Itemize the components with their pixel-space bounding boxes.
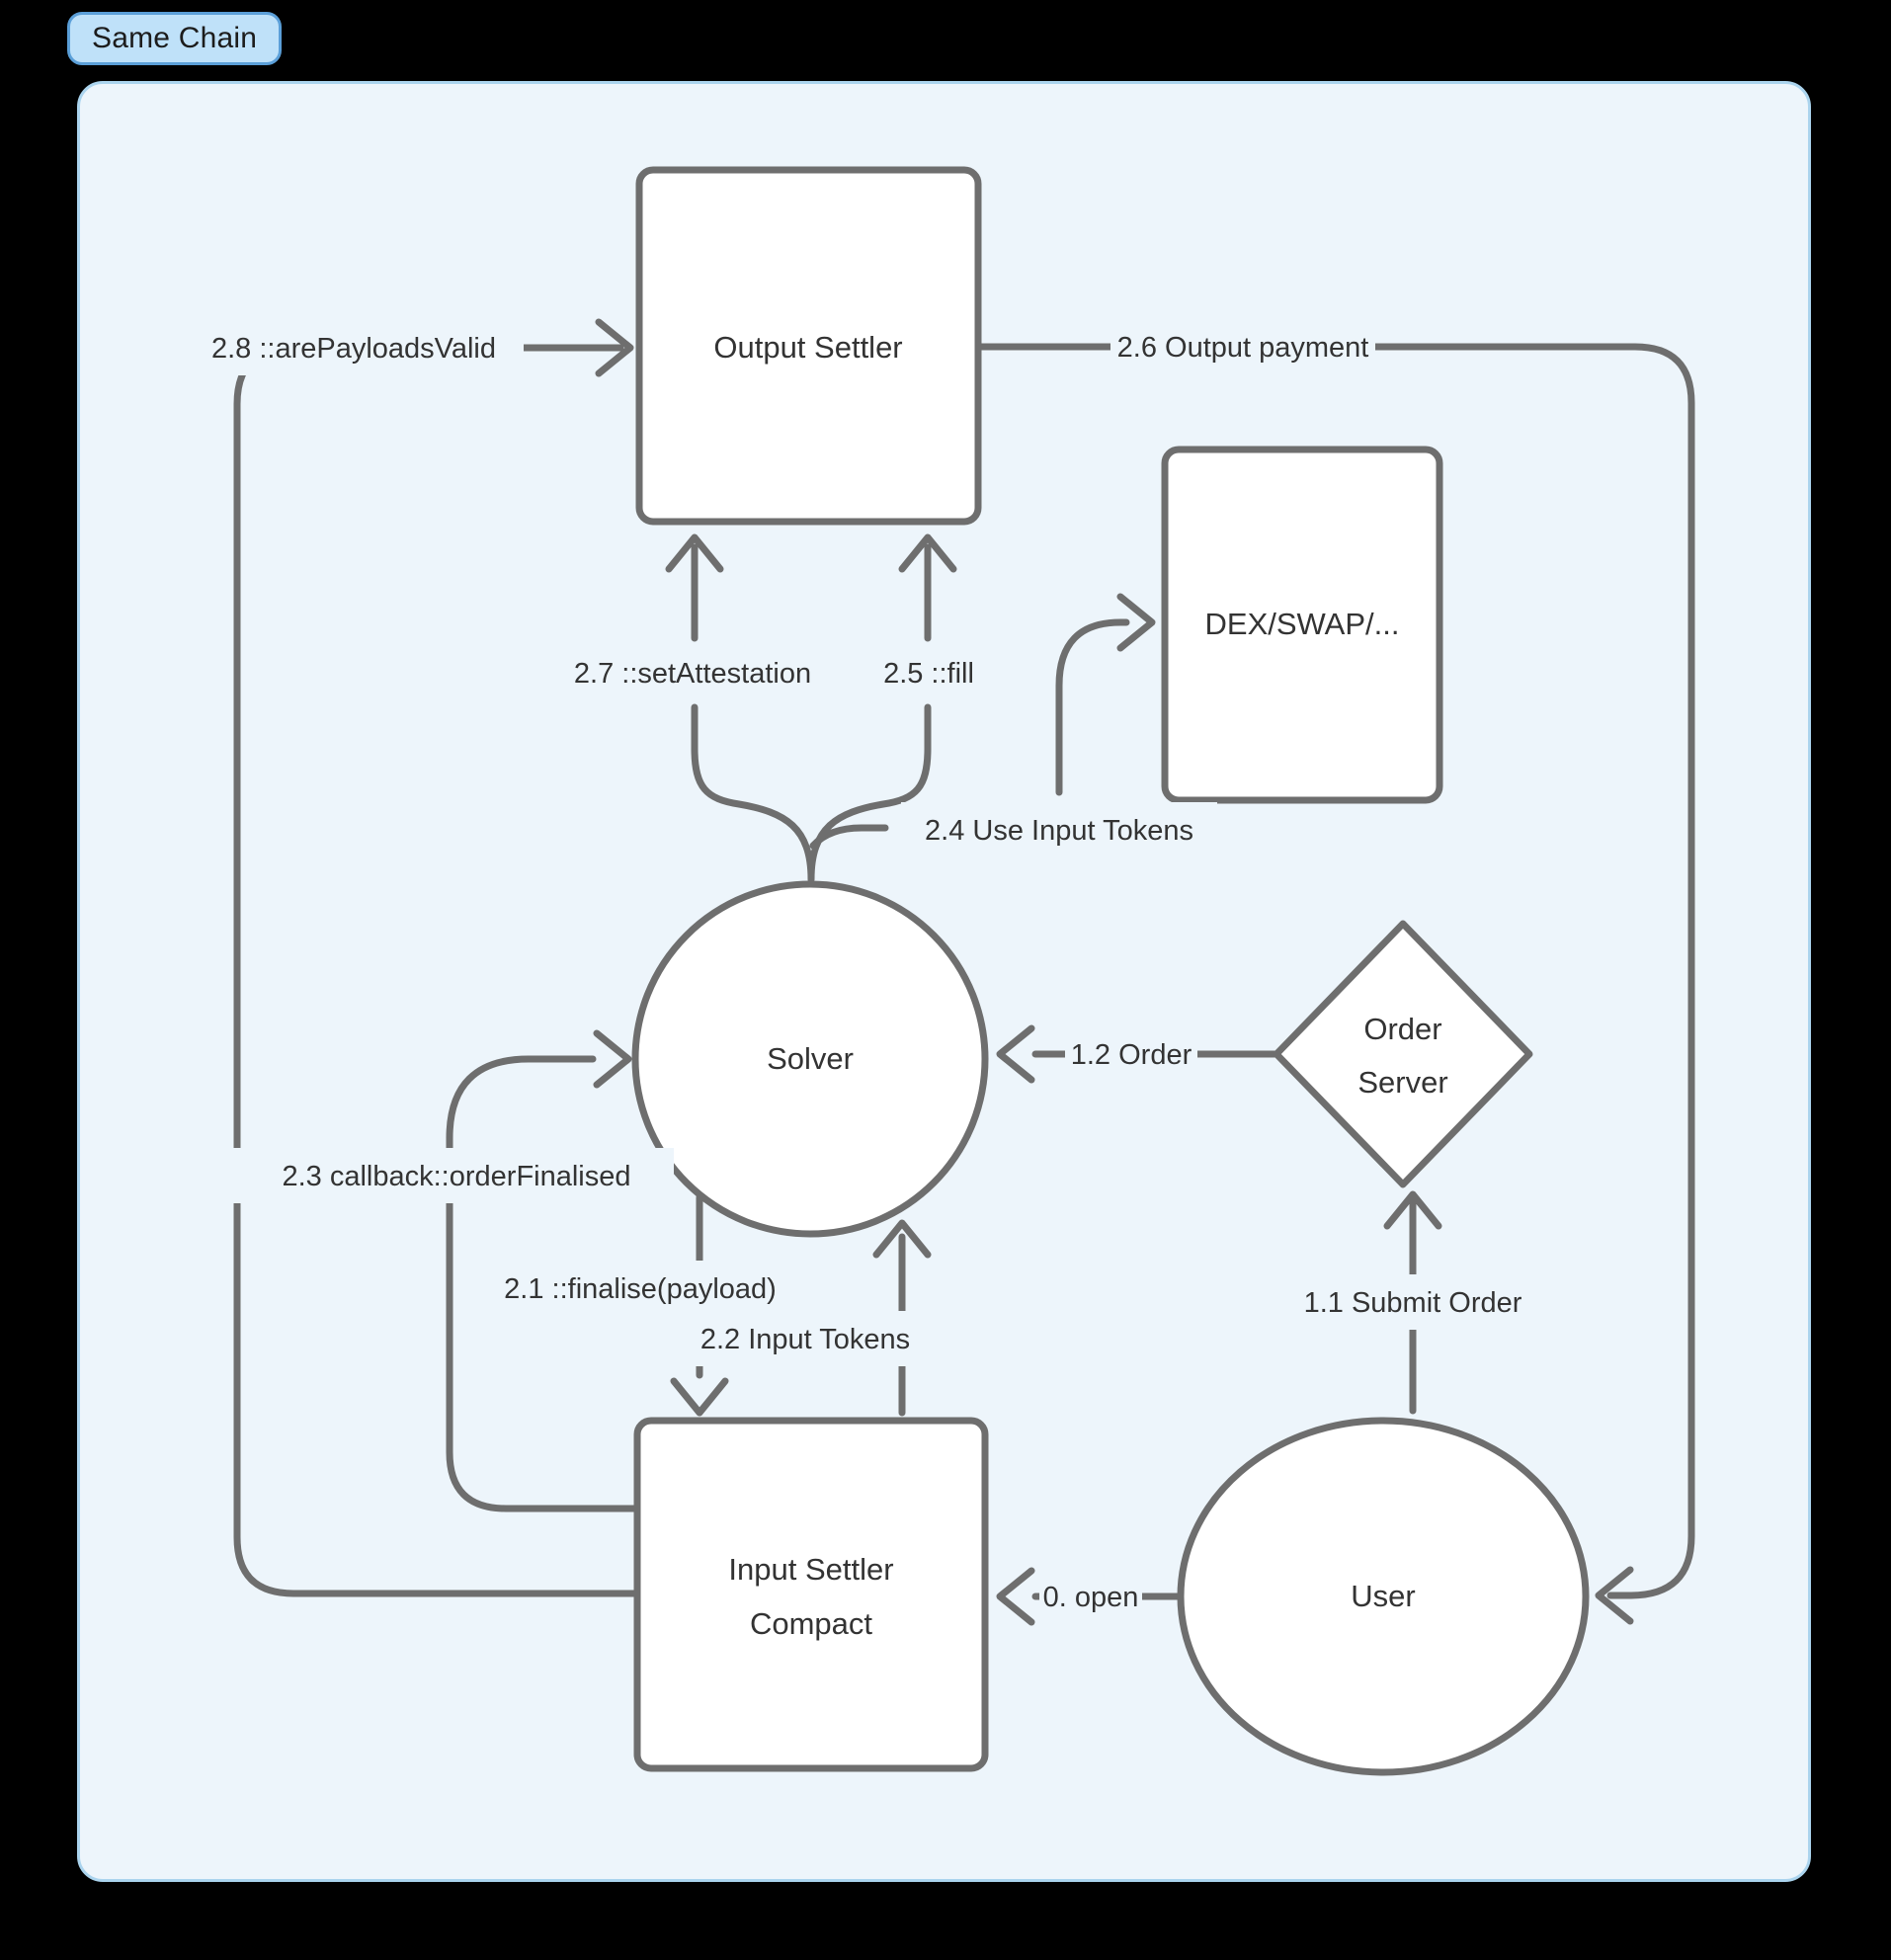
svg-text:1.2 Order: 1.2 Order [1071, 1039, 1192, 1071]
svg-text:2.3 callback::orderFinalised: 2.3 callback::orderFinalised [282, 1161, 630, 1192]
arrowhead-icon [872, 1219, 932, 1259]
node-order-server-label-line1: Order [1363, 1012, 1441, 1046]
edge-set-attestation [665, 533, 815, 883]
node-input-settler-label-line2: Compact [750, 1606, 872, 1641]
svg-text:2.8 ::arePayloadsValid: 2.8 ::arePayloadsValid [211, 333, 496, 365]
arrowhead-icon [1116, 593, 1156, 652]
edge-are-payloads-valid [233, 318, 641, 1597]
edge-output-payment [974, 343, 1695, 1625]
edge-label-set-attestation: 2.7 ::setAttestation [549, 645, 838, 700]
svg-text:0. open: 0. open [1043, 1582, 1139, 1613]
svg-text:2.5 ::fill: 2.5 ::fill [883, 658, 974, 690]
svg-text:2.2 Input Tokens: 2.2 Input Tokens [700, 1324, 910, 1355]
edge-label-input-tokens: 2.2 Input Tokens [691, 1311, 920, 1366]
svg-text:2.4 Use Input Tokens: 2.4 Use Input Tokens [925, 815, 1193, 847]
svg-text:2.7 ::setAttestation: 2.7 ::setAttestation [574, 658, 811, 690]
arrowhead-icon [670, 1377, 729, 1417]
edge-label-callback-order-finalised: 2.3 callback::orderFinalised [227, 1148, 674, 1203]
same-chain-badge: Same Chain [67, 12, 283, 65]
svg-text:2.6 Output payment: 2.6 Output payment [1117, 332, 1369, 364]
arrowhead-icon [665, 533, 724, 573]
edge-label-open: 0. open [1039, 1569, 1142, 1624]
edge-label-order: 1.2 Order [1065, 1026, 1197, 1082]
node-user-label: User [1351, 1579, 1415, 1613]
edge-label-use-input-tokens: 2.4 Use Input Tokens [901, 802, 1217, 858]
node-input-settler-label-line1: Input Settler [728, 1552, 893, 1587]
arrowhead-icon [595, 318, 634, 377]
edge-label-are-payloads-valid: 2.8 ::arePayloadsValid [184, 320, 524, 375]
svg-text:1.1 Submit Order: 1.1 Submit Order [1304, 1287, 1522, 1319]
edge-callback-order-finalised [446, 1029, 641, 1512]
edge-label-output-payment: 2.6 Output payment [1110, 319, 1375, 374]
arrowhead-icon [593, 1029, 632, 1089]
edge-label-fill: 2.5 ::fill [865, 645, 992, 700]
arrowhead-icon [996, 1567, 1035, 1626]
node-input-settler: Input Settler Compact [633, 1417, 989, 1772]
same-chain-badge-label: Same Chain [92, 22, 258, 54]
node-dex-label: DEX/SWAP/... [1205, 607, 1400, 641]
node-dex: DEX/SWAP/... [1161, 446, 1443, 804]
node-user: User [1177, 1417, 1590, 1776]
arrowhead-icon [1595, 1566, 1634, 1625]
arrowhead-icon [898, 533, 957, 573]
node-output-settler-label: Output Settler [713, 330, 902, 365]
node-order-server-label-line2: Server [1357, 1065, 1447, 1100]
node-output-settler: Output Settler [635, 166, 982, 526]
edge-label-finalise: 2.1 ::finalise(payload) [476, 1261, 805, 1316]
node-solver: Solver [631, 880, 989, 1238]
node-order-server: Order Server [1273, 920, 1533, 1188]
edge-label-submit-order: 1.1 Submit Order [1298, 1274, 1527, 1330]
arrowhead-icon [996, 1024, 1035, 1084]
edge-use-input-tokens [809, 593, 1156, 850]
svg-text:2.1 ::finalise(payload): 2.1 ::finalise(payload) [504, 1273, 777, 1305]
arrowhead-icon [1383, 1190, 1442, 1230]
node-solver-label: Solver [767, 1041, 854, 1076]
